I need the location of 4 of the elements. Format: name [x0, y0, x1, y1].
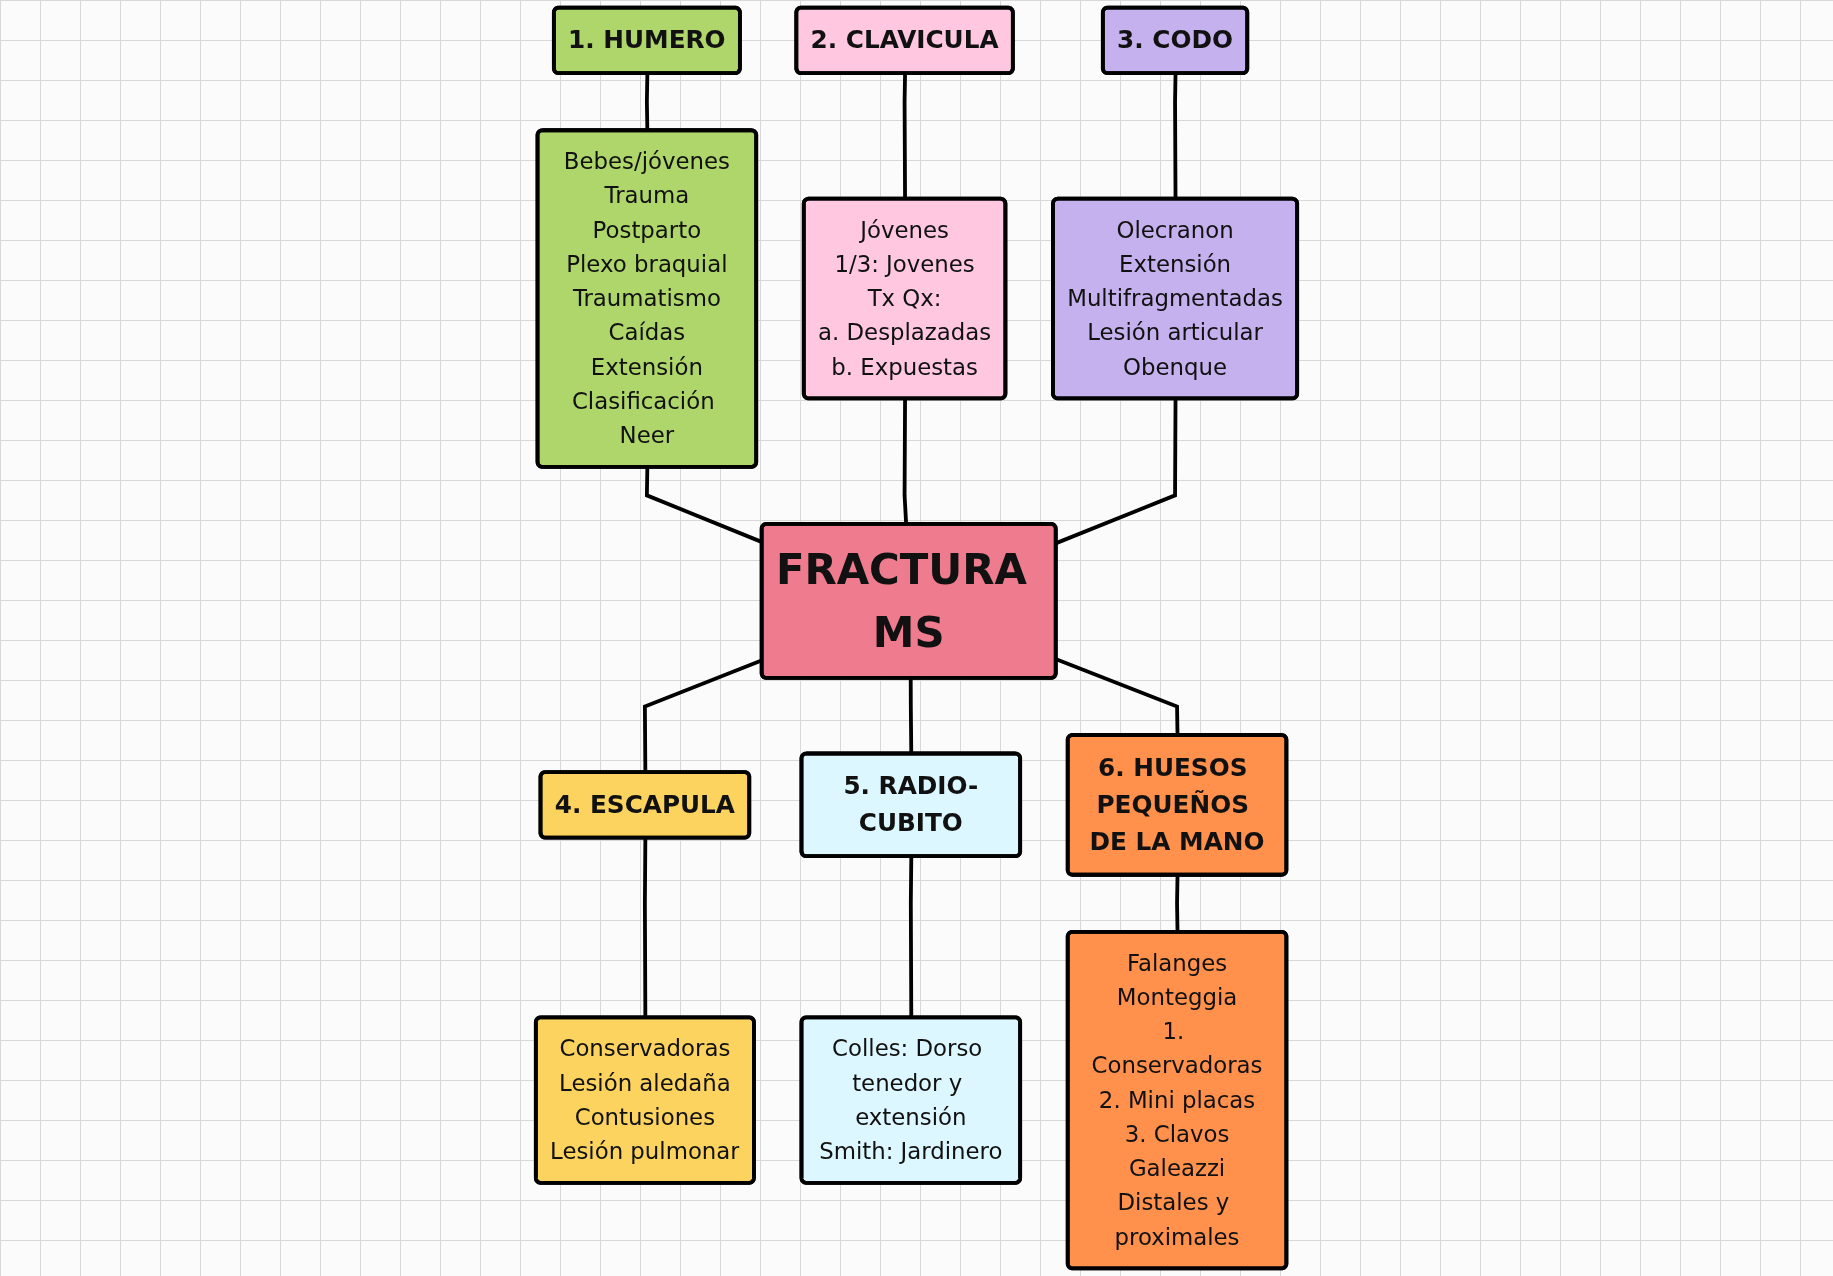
connector — [643, 838, 648, 1018]
connector — [645, 73, 650, 131]
connector — [908, 678, 914, 754]
connector — [908, 856, 914, 1018]
